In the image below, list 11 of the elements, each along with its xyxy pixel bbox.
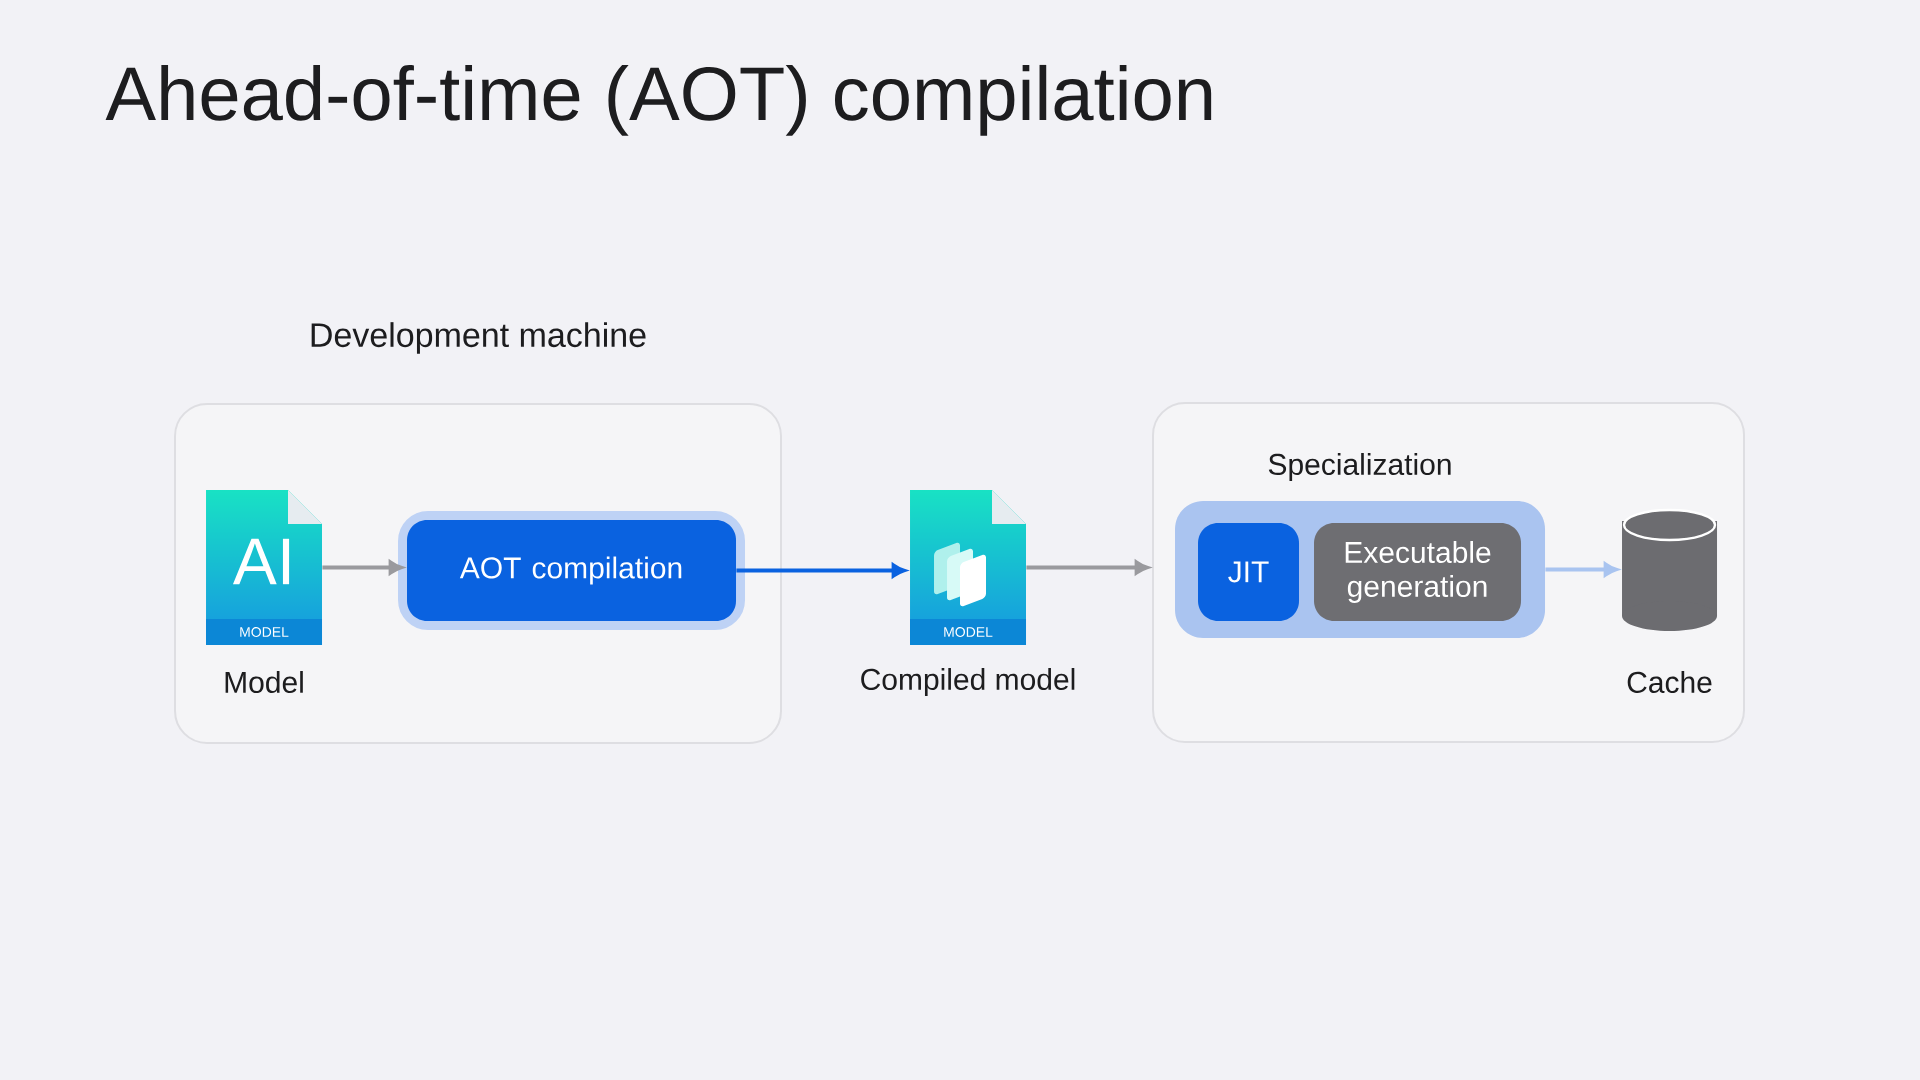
title: Ahead-of-time (AOT) compilation [105, 64, 1212, 136]
icon-caption: MODEL [944, 627, 993, 637]
node-caption: Cache [1627, 671, 1712, 693]
group-heading: Development machine [311, 322, 646, 354]
node-caption: Model [225, 671, 303, 693]
node-caption: Compiled model [861, 668, 1075, 696]
process-box: JIT [1198, 523, 1299, 621]
process-box: Executable generation [1314, 523, 1521, 621]
process-box: AOT compilation [398, 511, 745, 630]
icon-letters: AI [232, 538, 290, 585]
band-heading: Specialization [1268, 453, 1451, 481]
